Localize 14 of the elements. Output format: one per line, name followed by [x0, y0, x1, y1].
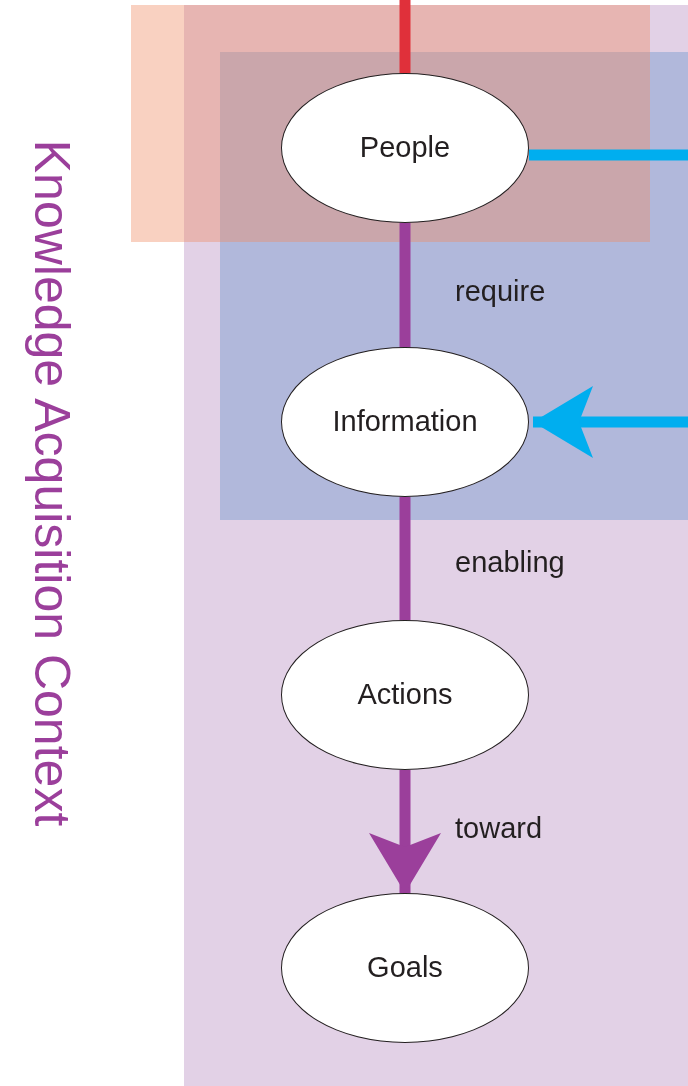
context-title: Knowledge Acquisition Context: [24, 138, 80, 829]
ellipse-node: Actions: [281, 620, 529, 770]
ellipse-node: People: [281, 73, 529, 223]
connector-line: [529, 149, 688, 161]
ellipse-node: Goals: [281, 893, 529, 1043]
connector-line: [399, 497, 411, 620]
arrow: [369, 770, 441, 893]
connector-line: [399, 223, 411, 347]
arrow: [533, 386, 688, 458]
edge-label: toward: [455, 811, 543, 845]
ellipse-node: Information: [281, 347, 529, 497]
connector-line: [399, 0, 411, 73]
edge-label: enabling: [455, 545, 565, 579]
edge-label: require: [455, 274, 546, 308]
